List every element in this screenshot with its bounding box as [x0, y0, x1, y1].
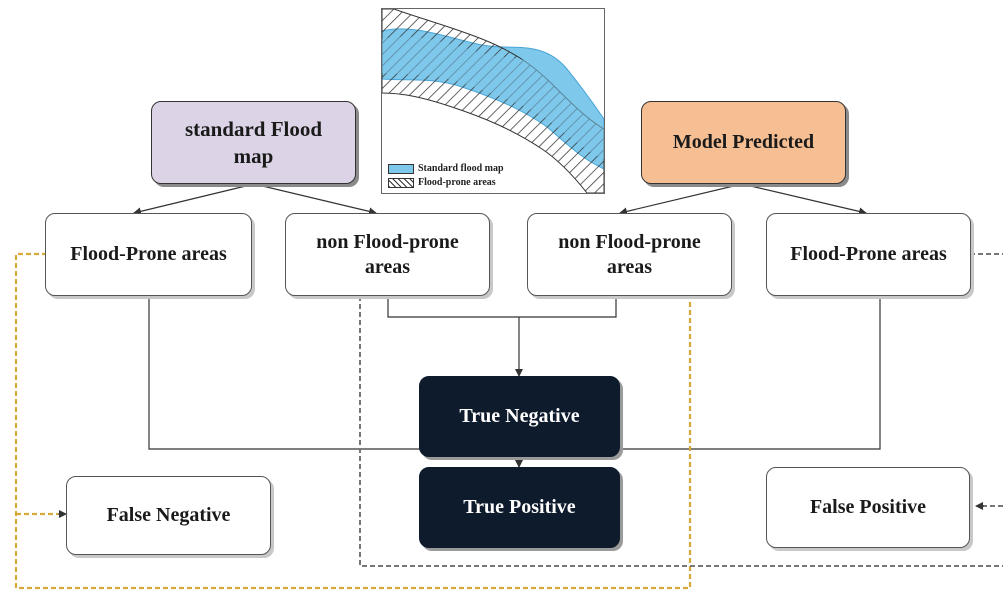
legend-standard-label: Standard flood map	[418, 163, 504, 174]
model-predicted-box: Model Predicted	[641, 101, 846, 184]
false-positive-box: False Positive	[766, 467, 970, 548]
standard-non-flood-prone-box: non Flood-prone areas	[285, 213, 490, 296]
flood-map-inset: Standard flood map Flood-prone areas	[381, 8, 605, 194]
false-positive-label: False Positive	[809, 496, 927, 518]
standard-flood-prone-label: Flood-Prone areas	[70, 243, 227, 265]
hatch-swatch-icon	[388, 177, 414, 188]
blue-swatch-icon	[388, 163, 414, 174]
false-negative-box: False Negative	[66, 476, 271, 555]
standard-flood-map-label: standard Flood map	[184, 117, 323, 168]
true-negative-box: True Negative	[419, 376, 620, 457]
true-positive-box: True Positive	[419, 467, 620, 548]
standard-flood-prone-box: Flood-Prone areas	[45, 213, 252, 296]
model-flood-prone-box: Flood-Prone areas	[766, 213, 971, 296]
model-flood-prone-label: Flood-Prone areas	[790, 243, 947, 265]
model-non-flood-prone-label: non Flood-prone areas	[558, 230, 701, 278]
legend-standard-flood: Standard flood map	[388, 163, 504, 174]
flood-map-illustration	[382, 9, 604, 193]
standard-flood-map-box: standard Flood map	[151, 101, 356, 184]
false-negative-label: False Negative	[106, 504, 231, 526]
true-negative-label: True Negative	[459, 405, 580, 427]
legend-flood-prone: Flood-prone areas	[388, 177, 496, 188]
model-non-flood-prone-box: non Flood-prone areas	[527, 213, 732, 296]
true-positive-label: True Positive	[463, 496, 576, 518]
standard-non-flood-prone-label: non Flood-prone areas	[316, 230, 459, 278]
model-predicted-label: Model Predicted	[672, 131, 815, 153]
legend-flood-prone-label: Flood-prone areas	[418, 177, 496, 188]
